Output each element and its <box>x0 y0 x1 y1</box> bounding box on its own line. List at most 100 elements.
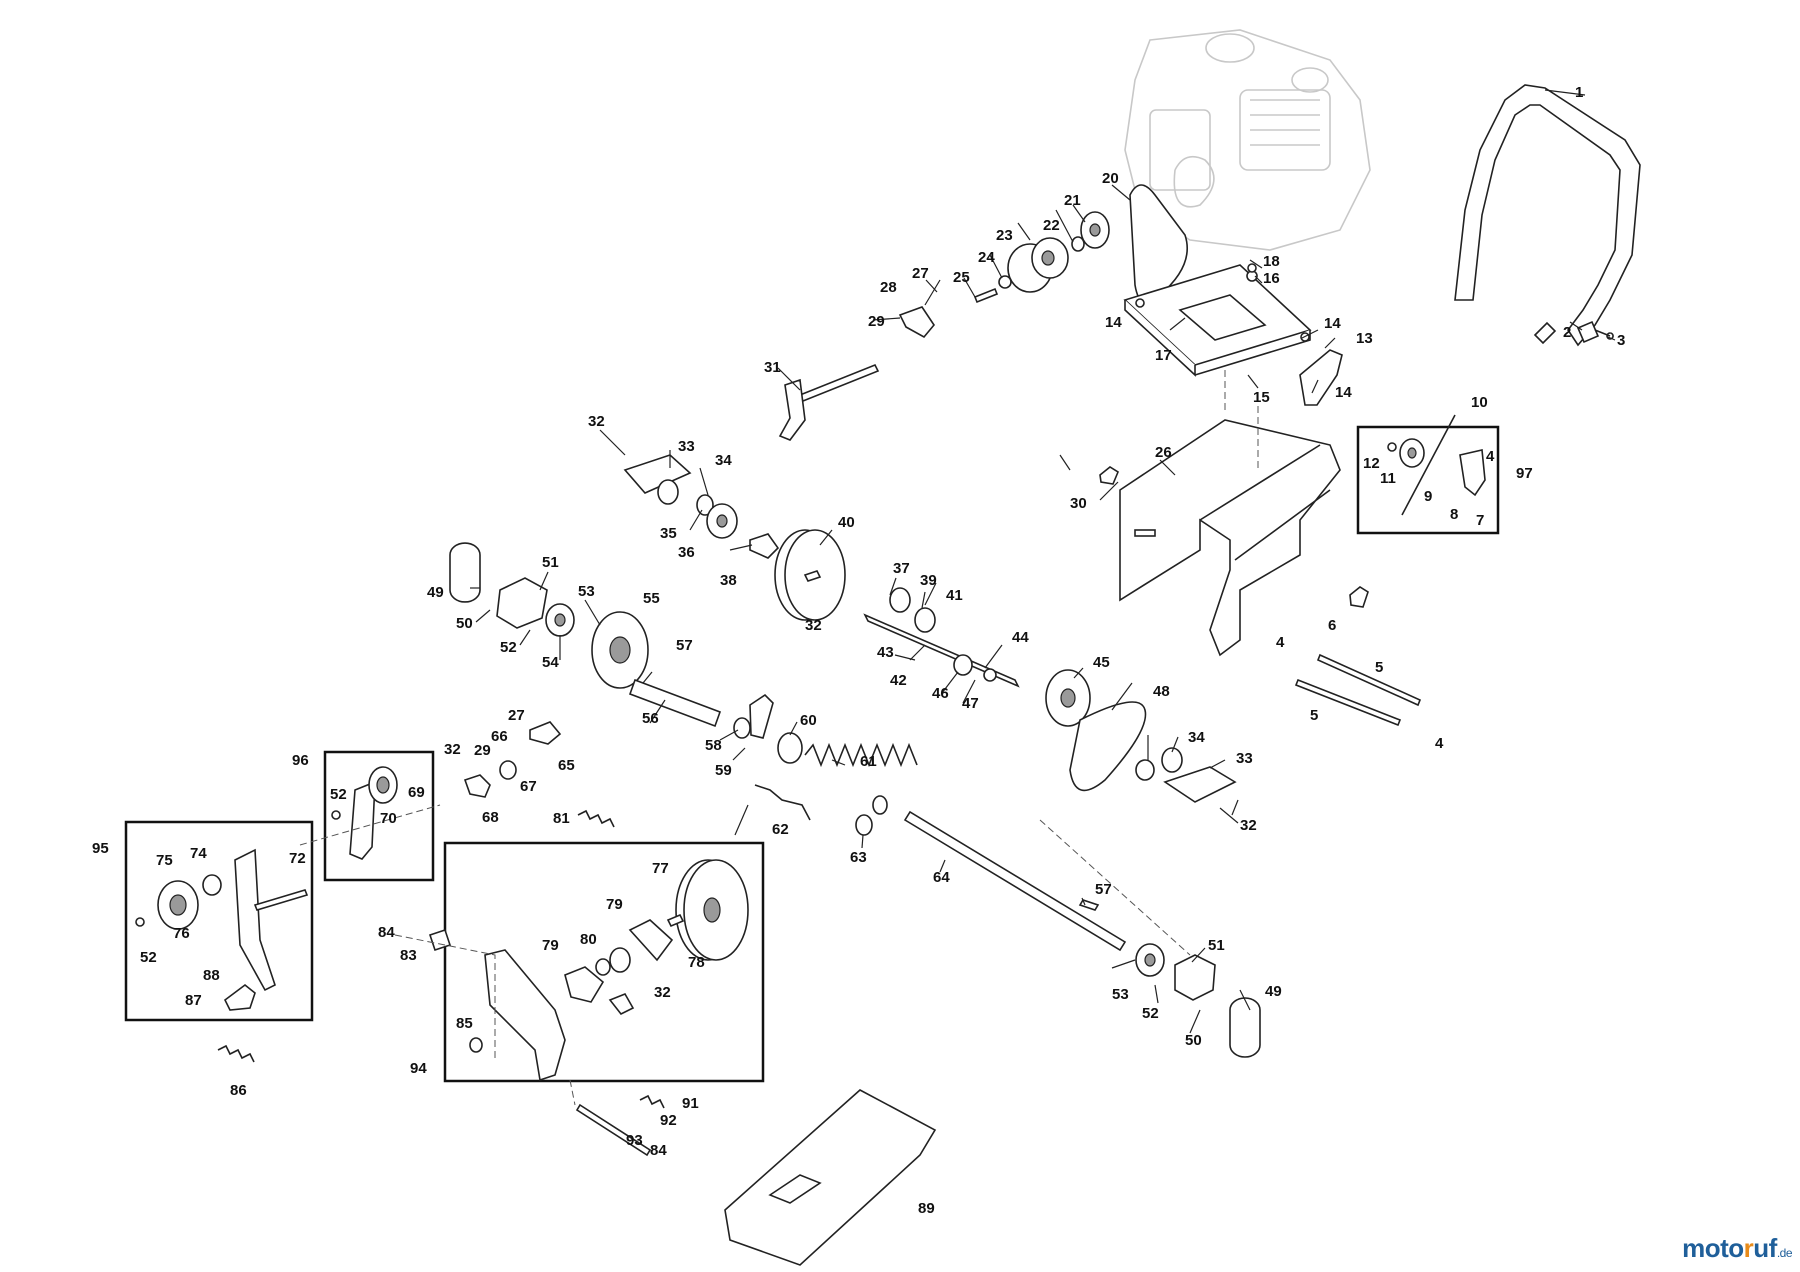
label-31: 31 <box>764 359 781 376</box>
label-3: 3 <box>1617 332 1625 349</box>
label-53-b: 53 <box>1112 986 1129 1003</box>
label-51-b: 51 <box>1208 937 1225 954</box>
label-9: 9 <box>1424 488 1432 505</box>
right-axle-assembly <box>1078 747 1261 1058</box>
watermark-part-1: moto <box>1682 1233 1744 1263</box>
label-49-b: 49 <box>1265 983 1282 1000</box>
label-29: 29 <box>868 313 885 330</box>
label-59: 59 <box>715 762 732 779</box>
label-84: 84 <box>378 924 395 941</box>
label-26: 26 <box>1155 444 1172 461</box>
skid-plate-89 <box>724 1089 937 1266</box>
loose-parts-lower <box>217 721 665 1157</box>
label-1: 1 <box>1575 84 1583 101</box>
label-81: 81 <box>553 810 570 827</box>
label-29-b: 29 <box>474 742 491 759</box>
belt-and-pulleys <box>973 184 1189 304</box>
label-37: 37 <box>893 560 910 577</box>
label-68: 68 <box>482 809 499 826</box>
label-24: 24 <box>978 249 995 266</box>
label-15: 15 <box>1253 389 1270 406</box>
label-4-b: 4 <box>1276 634 1285 651</box>
label-30: 30 <box>1070 495 1087 512</box>
parts-box-97 <box>1387 414 1486 516</box>
label-95: 95 <box>92 840 109 857</box>
watermark-tld: .de <box>1776 1246 1793 1260</box>
label-5: 5 <box>1375 659 1383 676</box>
label-74: 74 <box>190 845 207 862</box>
part-labels: 1 2 3 4 4 4 5 5 6 7 8 9 10 11 12 13 14 1… <box>92 84 1625 1217</box>
label-45: 45 <box>1093 654 1110 671</box>
label-8: 8 <box>1450 506 1458 523</box>
label-50-b: 50 <box>1185 1032 1202 1049</box>
leader-lines <box>470 89 1616 1034</box>
label-53: 53 <box>578 583 595 600</box>
label-12: 12 <box>1363 455 1380 472</box>
label-60: 60 <box>800 712 817 729</box>
label-70: 70 <box>380 810 397 827</box>
label-52-d: 52 <box>1142 1005 1159 1022</box>
motoruf-watermark: motoruf.de <box>1682 1233 1792 1264</box>
label-51: 51 <box>542 554 559 571</box>
box-96 <box>323 750 435 882</box>
label-57: 57 <box>676 637 693 654</box>
label-62: 62 <box>772 821 789 838</box>
label-34: 34 <box>715 452 732 469</box>
label-61: 61 <box>860 753 877 770</box>
upper-drive-assembly <box>623 306 1091 727</box>
label-32-b: 32 <box>805 617 822 634</box>
label-94: 94 <box>410 1060 427 1077</box>
label-50: 50 <box>456 615 473 632</box>
guide-lines <box>299 370 1259 1106</box>
label-52-b: 52 <box>330 786 347 803</box>
label-23: 23 <box>996 227 1013 244</box>
label-35: 35 <box>660 525 677 542</box>
label-4: 4 <box>1486 448 1495 465</box>
label-77: 77 <box>652 860 669 877</box>
label-41: 41 <box>946 587 963 604</box>
label-7: 7 <box>1476 512 1484 529</box>
label-64: 64 <box>933 869 950 886</box>
label-34-b: 34 <box>1188 729 1205 746</box>
label-27: 27 <box>912 265 929 282</box>
label-32-d: 32 <box>1240 817 1257 834</box>
label-78: 78 <box>688 954 705 971</box>
label-93: 93 <box>626 1132 643 1149</box>
top-plate <box>1123 263 1312 377</box>
label-36: 36 <box>678 544 695 561</box>
label-13: 13 <box>1356 330 1373 347</box>
label-46: 46 <box>932 685 949 702</box>
label-32-e: 32 <box>654 984 671 1001</box>
label-87: 87 <box>185 992 202 1009</box>
label-79-b: 79 <box>542 937 559 954</box>
label-6: 6 <box>1328 617 1336 634</box>
label-67: 67 <box>520 778 537 795</box>
box-94 <box>443 841 765 1083</box>
label-48: 48 <box>1153 683 1170 700</box>
label-52-c: 52 <box>140 949 157 966</box>
label-39: 39 <box>920 572 937 589</box>
label-49: 49 <box>427 584 444 601</box>
label-10: 10 <box>1471 394 1488 411</box>
label-66: 66 <box>491 728 508 745</box>
spring-shaft-assembly <box>754 732 1127 952</box>
label-38: 38 <box>720 572 737 589</box>
label-33: 33 <box>678 438 695 455</box>
label-84-b: 84 <box>650 1142 667 1159</box>
label-54: 54 <box>542 654 559 671</box>
label-52: 52 <box>500 639 517 656</box>
label-55: 55 <box>643 590 660 607</box>
label-28: 28 <box>880 279 897 296</box>
label-40: 40 <box>838 514 855 531</box>
box-95 <box>124 820 314 1022</box>
box-97 <box>1356 425 1500 535</box>
label-65: 65 <box>558 757 575 774</box>
label-18: 18 <box>1263 253 1280 270</box>
label-85: 85 <box>456 1015 473 1032</box>
label-88: 88 <box>203 967 220 984</box>
label-22: 22 <box>1043 217 1060 234</box>
watermark-part-2: r <box>1743 1233 1754 1263</box>
handle-bar <box>1454 84 1641 347</box>
label-72: 72 <box>289 850 306 867</box>
label-32-c: 32 <box>444 741 461 758</box>
